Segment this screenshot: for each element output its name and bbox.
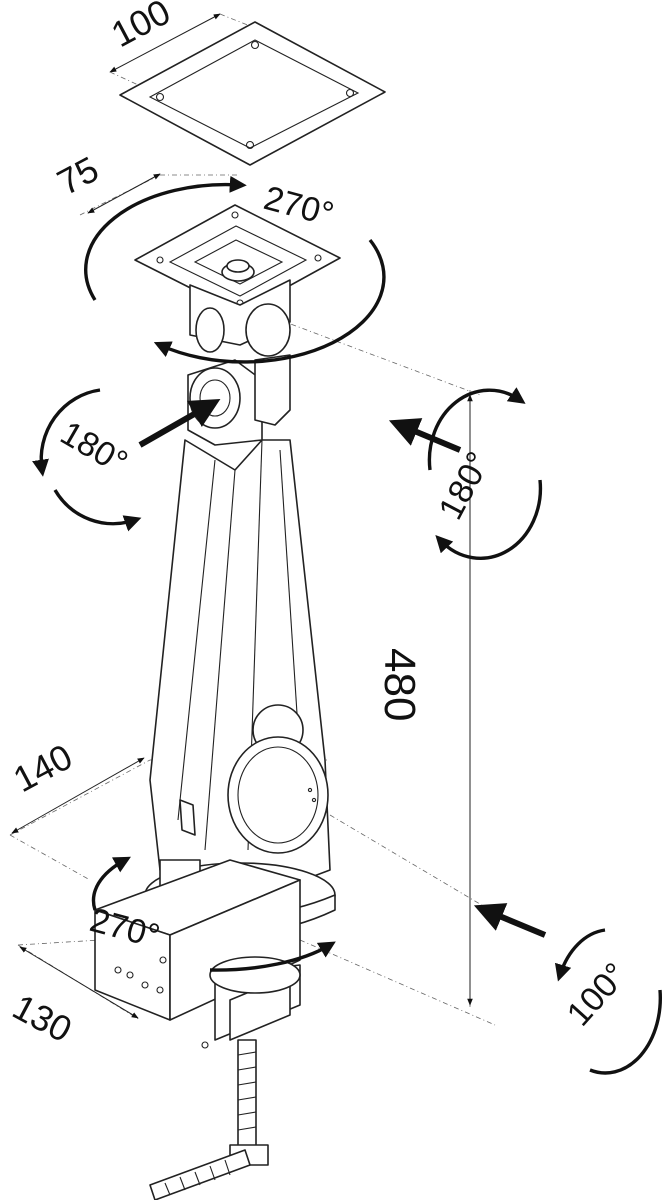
label-tilt-left: 180° <box>54 414 134 482</box>
tilt-right-arrow <box>427 387 526 471</box>
label-depth-140: 140 <box>7 736 79 800</box>
label-plate-75: 75 <box>51 148 106 203</box>
tilt-left-arrow <box>32 388 101 477</box>
label-clamp-tilt: 100° <box>560 956 635 1034</box>
tension-knob <box>179 704 329 854</box>
vesa-100-plate <box>119 21 386 166</box>
rotation-arrows <box>32 175 663 1075</box>
dimension-lines <box>9 13 496 1026</box>
clamp-tilt-arrow <box>554 928 606 982</box>
base-swivel-arrow <box>91 856 131 911</box>
upper-joint <box>187 354 291 446</box>
label-tilt-right: 180° <box>432 446 499 526</box>
label-height-480: 480 <box>375 648 424 721</box>
vesa-75-head <box>134 204 341 357</box>
desk-clamp <box>94 859 301 1200</box>
top-swivel-arrow <box>84 175 247 301</box>
label-depth-130: 130 <box>6 986 78 1050</box>
label-plate-100: 100 <box>105 0 177 55</box>
